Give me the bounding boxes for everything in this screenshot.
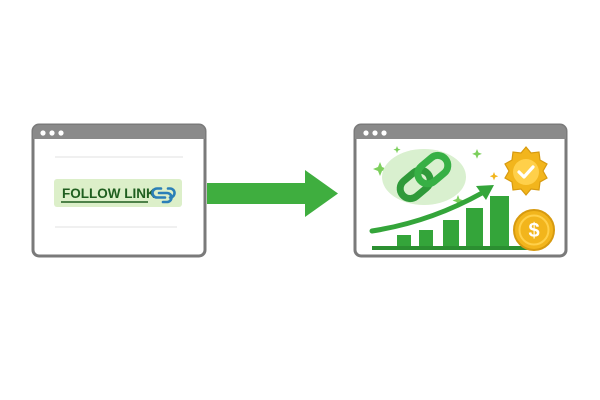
window-dot-icon: [49, 130, 55, 136]
window-dot-icon: [372, 130, 378, 136]
window-dot-icon: [363, 130, 369, 136]
sparkle-icon: [373, 146, 482, 206]
follow-link-label[interactable]: FOLLOW LINK: [54, 179, 182, 207]
growth-chart-icon: [372, 196, 528, 250]
trend-arrow-icon: [369, 185, 494, 234]
verified-badge-icon: [504, 146, 548, 196]
coin-symbol: $: [528, 220, 539, 242]
window-dot-icon: [40, 130, 46, 136]
left-window-titlebar: [33, 125, 205, 139]
window-dot-icon: [381, 130, 387, 136]
placeholder-line: [55, 226, 177, 228]
right-window-titlebar: [355, 125, 566, 139]
dollar-coin-icon: $: [513, 209, 555, 251]
right-browser-window: $: [353, 123, 568, 258]
sparkle-icon: [489, 172, 499, 181]
window-dot-icon: [58, 130, 64, 136]
placeholder-line: [55, 156, 183, 158]
follow-link-text: FOLLOW LINK: [62, 186, 156, 201]
link-icon: [151, 187, 176, 204]
left-browser-window: FOLLOW LINK: [31, 123, 207, 258]
chain-link-icon: [382, 149, 466, 205]
right-arrow-icon: [207, 170, 338, 217]
